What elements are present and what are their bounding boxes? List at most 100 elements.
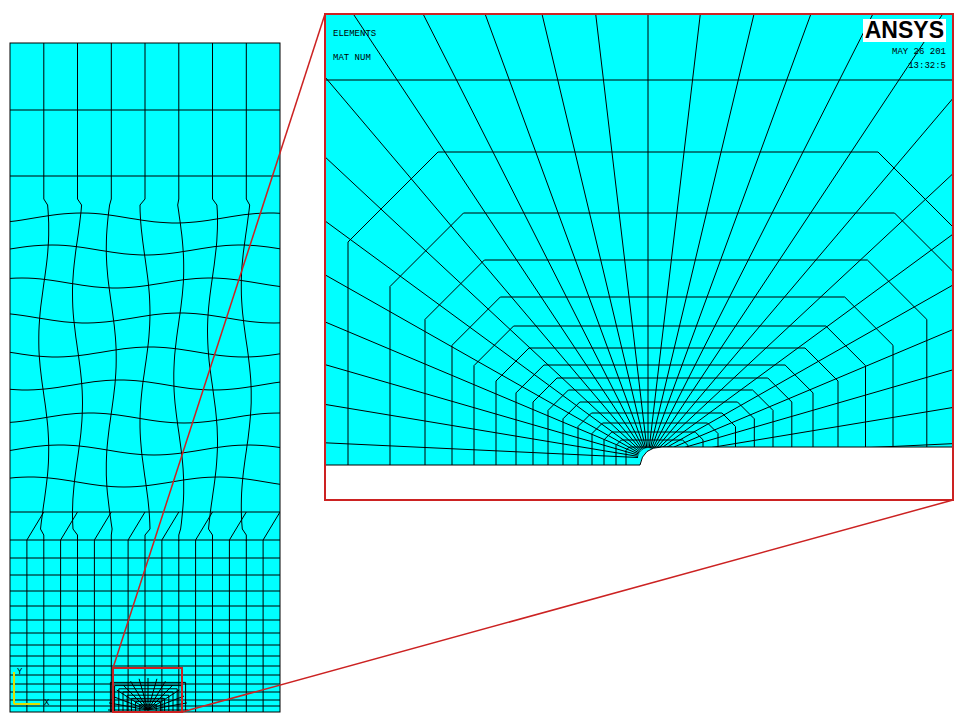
mesh-line — [626, 447, 676, 470]
mesh-line — [485, 14, 644, 449]
mesh-line — [195, 540, 196, 712]
mesh-line — [263, 512, 280, 540]
mesh-line — [229, 512, 246, 540]
mesh-line — [325, 322, 639, 454]
mesh-line — [325, 80, 954, 81]
mesh-line — [657, 329, 954, 454]
mesh-line — [73, 43, 83, 541]
mesh-line — [162, 512, 179, 540]
mesh-line — [148, 681, 165, 710]
mesh-line — [658, 370, 954, 456]
mesh-line — [353, 14, 642, 450]
zoom-leader — [182, 500, 953, 712]
mesh-line — [128, 512, 145, 540]
mesh-line — [111, 540, 112, 712]
mesh-line — [10, 413, 280, 423]
mesh-line — [61, 512, 78, 540]
mesh-line — [208, 43, 218, 541]
axis-label: Y — [17, 668, 22, 677]
mesh-line — [10, 645, 280, 646]
mesh-line — [425, 260, 927, 470]
mesh-line — [10, 606, 280, 607]
mesh-line — [325, 443, 638, 458]
mesh-line — [148, 678, 149, 710]
axis-x — [14, 703, 40, 705]
mesh-line — [43, 540, 44, 712]
mesh-line — [10, 684, 280, 685]
mesh-line — [596, 14, 647, 448]
mesh-line — [178, 540, 179, 712]
mesh-line — [654, 14, 943, 450]
mesh-line — [112, 696, 148, 710]
mesh-line — [26, 540, 27, 712]
mesh-line — [325, 221, 640, 452]
zoom-leader — [113, 14, 325, 668]
mesh-line — [655, 173, 954, 452]
mesh-line — [128, 540, 129, 712]
mesh-line — [10, 245, 280, 255]
mesh-line — [658, 444, 954, 458]
date-stamp: MAY 26 201 — [892, 48, 946, 57]
mesh-line — [325, 365, 638, 456]
mesh-line — [246, 540, 247, 712]
mesh-line — [653, 14, 873, 449]
mesh-line — [325, 404, 638, 456]
logo: ANSYS — [863, 19, 946, 42]
mesh-line — [325, 157, 641, 451]
mesh-line — [60, 540, 61, 712]
mesh-line — [650, 14, 754, 448]
axis-label: X — [44, 699, 49, 708]
mesh-line — [604, 432, 703, 470]
mesh-line — [212, 540, 213, 712]
mesh-line — [148, 679, 157, 710]
mesh-line — [263, 540, 264, 712]
mesh-line — [140, 43, 150, 541]
mesh-line — [542, 14, 646, 448]
mesh-line — [325, 77, 642, 450]
plot-subtitle: MAT NUM — [333, 54, 371, 63]
time-stamp: 13:32:5 — [908, 62, 946, 71]
mesh-line — [10, 347, 280, 357]
mesh-line — [10, 666, 280, 667]
mesh-line — [94, 540, 95, 712]
mesh-line — [10, 575, 280, 576]
mesh-line — [241, 43, 251, 541]
mesh-line — [229, 540, 230, 712]
mesh-line — [651, 14, 811, 449]
mesh-line — [656, 233, 954, 452]
mesh-line — [325, 275, 639, 453]
mesh-line — [10, 591, 280, 592]
mesh-line — [27, 512, 44, 540]
mesh-line — [10, 558, 280, 559]
mesh-line — [10, 633, 280, 634]
coarse-mesh — [10, 43, 280, 712]
mesh-line — [109, 703, 148, 710]
mesh-line — [657, 284, 954, 453]
mesh-line — [648, 14, 649, 448]
fine-mesh — [325, 14, 954, 470]
mesh-line — [10, 656, 280, 657]
mesh-line — [196, 512, 213, 540]
plot-title: ELEMENTS — [333, 30, 376, 39]
mesh-line — [348, 152, 954, 470]
mesh-line — [10, 675, 280, 676]
mesh-line — [649, 14, 700, 448]
mesh-line — [94, 512, 111, 540]
mesh-line — [658, 407, 954, 456]
detail-box — [113, 668, 182, 712]
mesh-line — [533, 378, 792, 470]
mesh-line — [10, 213, 280, 223]
mesh-line — [10, 445, 280, 455]
zoom-ground — [325, 14, 954, 465]
axis-y — [13, 672, 15, 704]
mesh-line — [39, 43, 49, 541]
mesh-line — [106, 43, 116, 541]
mesh-ground — [10, 43, 280, 712]
mesh-line — [10, 380, 280, 390]
mesh-line — [496, 348, 838, 470]
mesh-line — [10, 313, 280, 323]
mesh-line — [77, 540, 78, 712]
zoom-frame — [325, 14, 953, 500]
